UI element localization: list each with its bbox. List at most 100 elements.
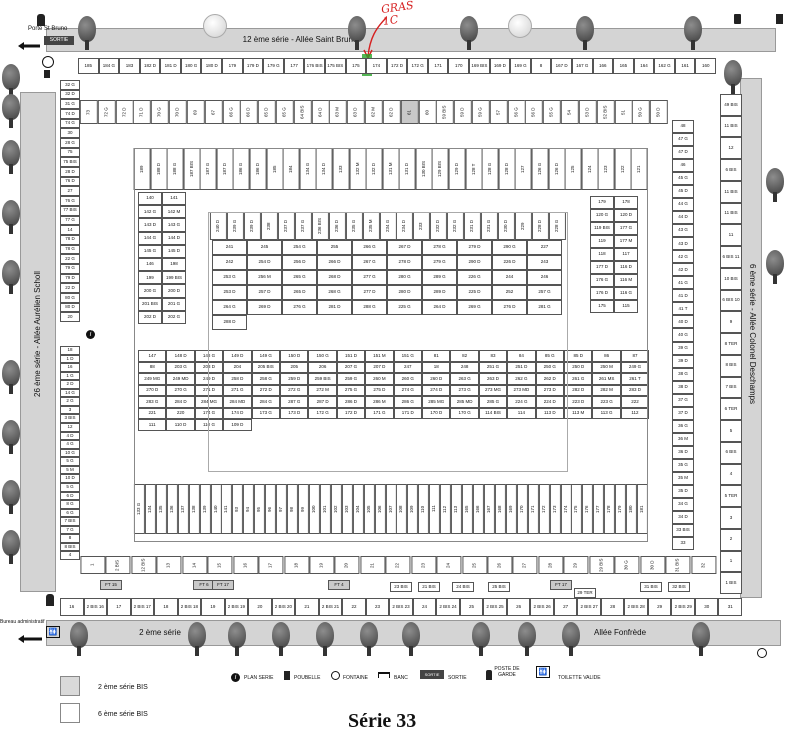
plot: 170 D xyxy=(422,407,451,419)
plot: 10 G xyxy=(60,448,80,458)
plot: 74 D xyxy=(60,109,80,119)
plot: 2 xyxy=(720,528,742,551)
plot: 7 BIS xyxy=(720,376,742,399)
tree-icon xyxy=(764,250,786,284)
plot: 146 xyxy=(138,258,162,272)
plot: 176 BIS xyxy=(304,58,325,74)
plot: 282 D xyxy=(564,384,593,396)
plot: FT 17 xyxy=(550,580,572,590)
plot: 109 D xyxy=(223,419,252,431)
plot: 151 M xyxy=(365,350,394,362)
plot: 270 G xyxy=(166,384,195,396)
left-alley xyxy=(20,92,56,592)
plot: 176 G xyxy=(590,274,614,287)
plot: 2 BIS xyxy=(105,556,131,574)
plot: 201 BIS xyxy=(138,297,162,311)
plot: 151 G xyxy=(393,350,422,362)
plot: 242 xyxy=(212,255,247,270)
plot: 32 G xyxy=(60,80,80,90)
plot: 5 G xyxy=(60,457,80,466)
plot: FT 15 xyxy=(100,580,122,590)
plot: 248 xyxy=(450,361,479,373)
plot: 257 G xyxy=(527,285,562,300)
plot: 112 xyxy=(620,407,650,419)
plot: 17 xyxy=(258,556,284,574)
plot: 6 G xyxy=(60,508,80,518)
plot: 1 G xyxy=(60,371,80,381)
plot: 65 D xyxy=(258,100,276,124)
plot: 241 xyxy=(212,240,247,255)
plot: 258 D xyxy=(223,373,252,385)
plot: 200 D xyxy=(162,284,186,298)
plot: 144 G xyxy=(138,231,162,245)
plot: 273 D xyxy=(535,384,564,396)
plot: 22 G xyxy=(60,254,80,264)
legend-swatch-6bis-label: 6 ème série BIS xyxy=(98,711,148,718)
plot: 171 D xyxy=(393,407,422,419)
plot: 254 D xyxy=(247,255,282,270)
legend-bin-icon xyxy=(284,671,290,680)
plot: 24 BIS xyxy=(452,582,474,592)
plot: 119 xyxy=(590,235,614,248)
plot: 259 G xyxy=(336,373,366,385)
plot: 1 BIS xyxy=(720,572,742,594)
plot: 29 BIS xyxy=(588,556,615,574)
plot: 79 D xyxy=(60,273,80,284)
plot: 143 G xyxy=(162,218,186,232)
plot: 286 G xyxy=(393,396,422,408)
plot: 70 D xyxy=(169,100,187,124)
plot: 59 D xyxy=(454,100,472,124)
plot: 287 D xyxy=(308,396,337,408)
plot: 74 G xyxy=(60,118,80,129)
plot: 64 D xyxy=(311,100,330,124)
legend-guard-label: POSTE DE GARDE xyxy=(494,666,520,678)
plot: 24 xyxy=(412,598,437,616)
plot: 37 D xyxy=(672,406,694,420)
plot: 179 xyxy=(590,196,614,209)
plot: 178 xyxy=(614,196,638,209)
plot: 275 D xyxy=(365,384,394,396)
tree-icon xyxy=(0,530,22,564)
plot: 172 D xyxy=(336,407,366,419)
plot: 28 D xyxy=(60,167,80,177)
plot: 269 G xyxy=(457,300,492,315)
tree-icon xyxy=(400,622,422,656)
legend-fountain-label: FONTAINE xyxy=(343,675,368,681)
plot: FT 17 xyxy=(212,580,234,590)
plot: 257 D xyxy=(247,285,282,300)
plot: 141 xyxy=(162,192,186,206)
plot: 87 xyxy=(620,350,650,362)
plot: 2 BIS 28 xyxy=(624,598,648,616)
legend-exit-label: SORTIE xyxy=(448,675,467,681)
plot: 284 G xyxy=(251,396,280,408)
plot: 60 xyxy=(418,100,437,124)
plot: 75 xyxy=(60,147,80,158)
exit-sign-icon: SORTIE xyxy=(44,36,74,45)
plot: 36 D xyxy=(672,445,694,459)
plot: 2 BIS 27 xyxy=(577,598,601,616)
plot: 8 TER xyxy=(720,333,742,355)
plot: 44 G xyxy=(672,198,694,212)
plot: 162 G xyxy=(654,58,675,74)
plot: 34 G xyxy=(672,497,694,511)
plot: 67 xyxy=(204,100,223,124)
plot: 78 G xyxy=(60,244,80,255)
plot: 47 G xyxy=(672,133,694,147)
plot: 280 D xyxy=(387,285,422,300)
plot: 174 D xyxy=(223,407,252,419)
plot: 12 xyxy=(60,423,80,432)
plot: 279 G xyxy=(422,255,457,270)
plot: 21 BIS xyxy=(418,582,440,592)
plot: 119 BIS xyxy=(590,222,614,235)
plot: 113 M xyxy=(564,407,593,419)
plot: 18 xyxy=(283,556,309,574)
plot: 51 xyxy=(614,100,633,124)
plot: 34 D xyxy=(672,510,694,524)
plot: 281 G xyxy=(527,300,562,315)
inner-block-outline xyxy=(208,212,568,472)
plot: 2 G xyxy=(60,397,80,406)
plot: 142 G xyxy=(138,205,162,219)
plot: 276 D xyxy=(492,300,527,315)
plot: 12 xyxy=(720,137,742,160)
plot: 290 D xyxy=(457,255,492,270)
